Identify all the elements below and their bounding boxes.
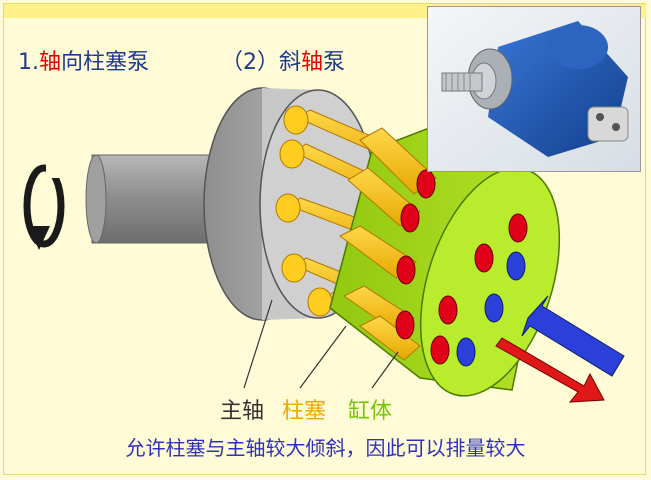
port-red	[395, 310, 415, 340]
pump-photo-graphic	[428, 7, 640, 171]
leader-lines	[243, 299, 399, 389]
label-cylinder-block: 缸体	[348, 399, 393, 424]
port-red	[416, 169, 436, 199]
port-blue	[456, 337, 476, 367]
rotation-arrow-icon	[23, 158, 68, 250]
subtitle-pre: （2）斜	[221, 50, 302, 75]
slide-title: 1.轴向柱塞泵（2）斜轴泵	[18, 44, 345, 76]
port-red	[400, 203, 420, 233]
port-red	[438, 295, 458, 325]
subtitle-post: 泵	[323, 50, 346, 75]
port-blue	[506, 251, 526, 281]
pump-photo	[427, 6, 641, 172]
title-main-highlight: 轴	[39, 50, 62, 75]
label-main-shaft: 主轴	[220, 399, 265, 424]
piston-heads	[275, 105, 333, 317]
port-red	[474, 243, 494, 273]
port-red	[396, 255, 416, 285]
slide-frame	[3, 3, 646, 475]
port-blue	[484, 293, 504, 323]
caption: 允许柱塞与主轴较大倾斜，因此可以排量较大	[125, 436, 526, 460]
port-red	[508, 213, 528, 243]
title-main-post: 向柱塞泵	[61, 50, 150, 75]
flow-arrows-icon	[495, 295, 625, 403]
cylinder-ports	[395, 169, 528, 367]
title-number: 1.	[18, 50, 39, 75]
subtitle-highlight: 轴	[301, 50, 324, 75]
port-red	[430, 335, 450, 365]
label-piston: 柱塞	[282, 399, 327, 424]
